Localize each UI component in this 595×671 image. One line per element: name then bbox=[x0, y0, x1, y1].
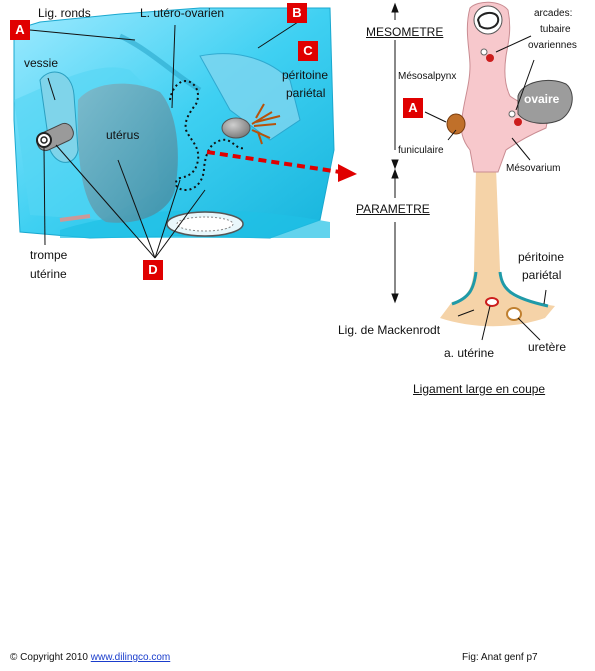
label-lig-ronds: Lig. ronds bbox=[38, 6, 91, 20]
ovary-shape-left bbox=[221, 117, 251, 139]
uterus-shape bbox=[77, 83, 178, 223]
label-mesometre: MESOMETRE bbox=[366, 25, 444, 39]
marker-a-right: A bbox=[403, 98, 423, 118]
arcade-vessels bbox=[480, 48, 522, 126]
copyright-symbol: © bbox=[10, 652, 18, 663]
dimension-arrows bbox=[391, 2, 399, 304]
label-peritoine-right-1: péritoine bbox=[518, 250, 565, 264]
uterine-artery-section bbox=[485, 297, 499, 307]
site-link[interactable]: www.dilingco.com bbox=[90, 652, 171, 663]
label-utero-ovarien: L. utéro-ovarien bbox=[140, 6, 225, 20]
label-trompe-2: utérine bbox=[30, 267, 67, 281]
copyright-text: Copyright 2010 bbox=[20, 652, 88, 663]
fimbriae bbox=[251, 103, 281, 145]
label-peritoine-parietal-1: péritoine bbox=[282, 68, 329, 82]
ureter-section bbox=[506, 307, 522, 321]
marker-c-left: C bbox=[298, 41, 318, 61]
uterine-tube-section bbox=[36, 122, 74, 152]
copyright-line: © Copyright 2010 www.dilingco.com bbox=[10, 652, 170, 663]
label-lig-mackenrodt: Lig. de Mackenrodt bbox=[338, 323, 441, 337]
parametre-region bbox=[440, 168, 555, 327]
marker-b-left: B bbox=[287, 3, 307, 23]
ureter-stub bbox=[59, 214, 91, 222]
label-arcades-3: ovariennes bbox=[528, 40, 577, 51]
label-arcades-2: tubaire bbox=[540, 24, 571, 35]
peritoneum-line-right bbox=[451, 271, 549, 308]
label-vessie: vessie bbox=[24, 56, 59, 70]
label-ovaire: ovaire bbox=[524, 92, 560, 106]
label-trompe-1: trompe bbox=[30, 248, 68, 262]
label-peritoine-right-2: pariétal bbox=[522, 268, 562, 282]
label-mesovarium: Mésovarium bbox=[506, 163, 561, 174]
label-parametre: PARAMETRE bbox=[356, 202, 430, 216]
label-arcades-1: arcades: bbox=[534, 8, 573, 19]
label-peritoine-parietal-2: pariétal bbox=[286, 86, 326, 100]
marker-d-left: D bbox=[143, 260, 163, 280]
label-uretere: uretère bbox=[528, 340, 567, 354]
figure-reference: Fig: Anat genf p7 bbox=[462, 652, 538, 663]
tube-lumen bbox=[473, 5, 503, 35]
label-uterus: utérus bbox=[106, 128, 140, 142]
right-leader-lines bbox=[424, 35, 547, 341]
marker-a-left: A bbox=[10, 20, 30, 40]
broad-ligament-fold bbox=[199, 53, 301, 141]
mesosalpinx-pink bbox=[460, 1, 549, 173]
label-a-uterine: a. utérine bbox=[444, 346, 495, 360]
label-funiculaire: funiculaire bbox=[398, 145, 444, 156]
label-mesosalpynx: Mésosalpynx bbox=[398, 71, 457, 82]
round-ligament bbox=[118, 33, 202, 93]
round-ligament-section bbox=[446, 113, 466, 135]
connection-arrow bbox=[206, 150, 357, 182]
leader-lines bbox=[29, 21, 299, 259]
ovary-shape-right bbox=[517, 80, 573, 124]
figure-caption: Ligament large en coupe bbox=[413, 382, 546, 396]
